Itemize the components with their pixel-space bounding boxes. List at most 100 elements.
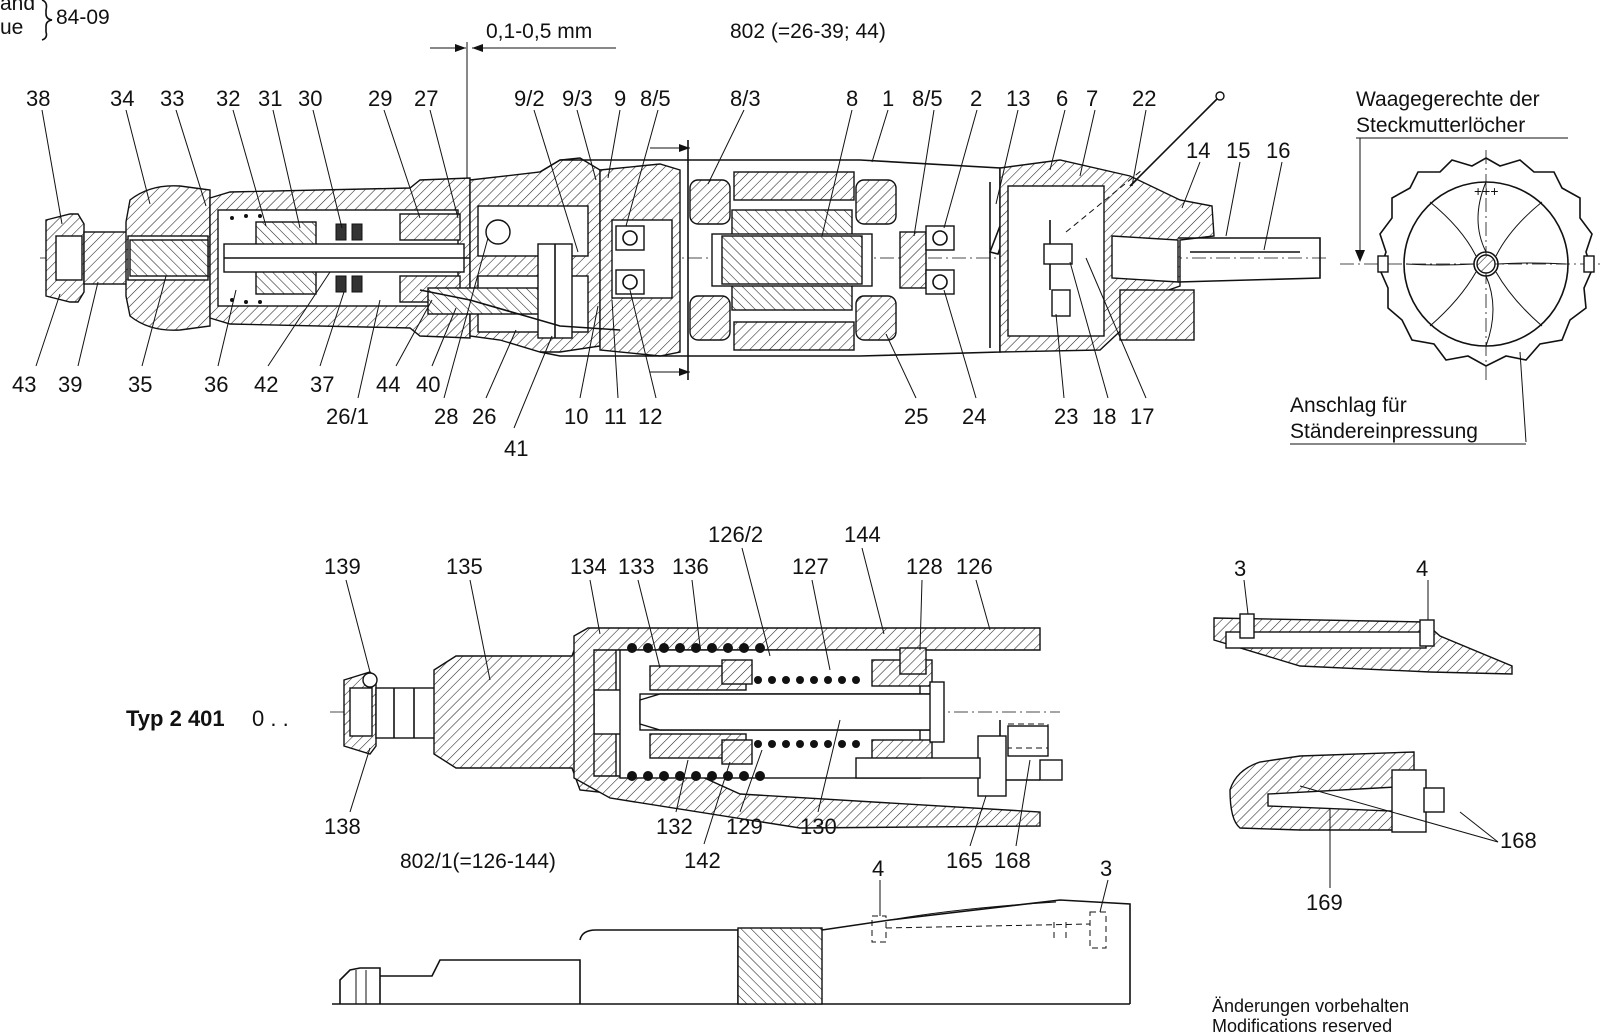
part-label: 44 <box>376 372 400 397</box>
part-label: 27 <box>414 86 438 111</box>
assembly-note-sub: 802/1(=126-144) <box>400 850 556 873</box>
leader-lines-bottom <box>35 237 1147 429</box>
part-label: 7 <box>1086 86 1098 111</box>
part-label: 127 <box>792 554 829 579</box>
arrow-right-icon <box>679 144 690 152</box>
part-label: 139 <box>324 554 361 579</box>
part-label: 42 <box>254 372 278 397</box>
main-cross-section <box>35 91 1330 429</box>
part-label: 28 <box>434 404 458 429</box>
part-label: 8/5 <box>640 86 671 111</box>
sub-leader-lines <box>345 547 1031 847</box>
outline-view: 4 3 <box>332 856 1131 1005</box>
part-label: 10 <box>564 404 588 429</box>
part-mark: +++ <box>1474 183 1499 199</box>
header-block: and ue 84-09 <box>0 0 110 41</box>
part-label: 12 <box>638 404 662 429</box>
part-label: 4 <box>1416 556 1428 581</box>
part-label: 18 <box>1092 404 1116 429</box>
arrow-left-icon <box>472 44 483 52</box>
part-label: 23 <box>1054 404 1078 429</box>
part-label: 39 <box>58 372 82 397</box>
stop-note: Anschlag für <box>1290 394 1407 417</box>
gap-dimension-text: 0,1-0,5 mm <box>486 20 592 43</box>
part-label: 126/2 <box>708 522 763 547</box>
part-label: 13 <box>1006 86 1030 111</box>
part-label: 43 <box>12 372 36 397</box>
part-label: 169 <box>1306 890 1343 915</box>
part-label: 4 <box>872 856 884 881</box>
modifications-note-de: Änderungen vorbehalten <box>1212 996 1409 1016</box>
part-label: 26/1 <box>326 404 369 429</box>
part-label: 9 <box>614 86 626 111</box>
part-label: 144 <box>844 522 881 547</box>
arrow-down-icon <box>1355 250 1365 262</box>
part-label: 130 <box>800 814 837 839</box>
part-label: 1 <box>882 86 894 111</box>
part-label: 16 <box>1266 138 1290 163</box>
part-label: 30 <box>298 86 322 111</box>
part-label: 132 <box>656 814 693 839</box>
arrow-right-icon <box>455 44 466 52</box>
part-label: 40 <box>416 372 440 397</box>
type-suffix: 0 . . <box>252 706 289 731</box>
type-label: Typ 2 401 <box>126 706 225 731</box>
part-label: 142 <box>684 848 721 873</box>
issue-label: ue <box>0 16 23 39</box>
part-label: 135 <box>446 554 483 579</box>
part-label: 9/2 <box>514 86 545 111</box>
part-label: 3 <box>1100 856 1112 881</box>
part-label: 41 <box>504 436 528 461</box>
sub-view-typ-2401: Typ 2 401 0 . . <box>126 522 1063 873</box>
part-label: 15 <box>1226 138 1250 163</box>
part-label: 17 <box>1130 404 1154 429</box>
part-label: 129 <box>726 814 763 839</box>
main-labels-top: 38 34 33 32 31 30 29 27 9/2 9/3 9 8/5 8/… <box>26 86 1290 163</box>
part-label: 126 <box>956 554 993 579</box>
part-label: 8/5 <box>912 86 943 111</box>
part-label: 6 <box>1056 86 1068 111</box>
detail-view-top: 3 4 <box>1213 556 1513 675</box>
part-label: 11 <box>604 404 627 429</box>
part-label: 24 <box>962 404 986 429</box>
part-label: 8 <box>846 86 858 111</box>
part-label: 134 <box>570 554 607 579</box>
part-label: 22 <box>1132 86 1156 111</box>
part-label: 35 <box>128 372 152 397</box>
footer-notes: Änderungen vorbehalten Modifications res… <box>1212 996 1409 1033</box>
part-label: 34 <box>110 86 134 111</box>
part-label: 29 <box>368 86 392 111</box>
gap-dimension-callout: 0,1-0,5 mm <box>430 20 616 222</box>
part-label: 136 <box>672 554 709 579</box>
stop-note-2: Ständereinpressung <box>1290 420 1478 443</box>
part-label: 32 <box>216 86 240 111</box>
part-label: 38 <box>26 86 50 111</box>
part-label: 165 <box>946 848 983 873</box>
part-label: 37 <box>310 372 334 397</box>
part-label: 3 <box>1234 556 1246 581</box>
part-label: 31 <box>258 86 282 111</box>
part-label: 25 <box>904 404 928 429</box>
part-label: 2 <box>970 86 982 111</box>
part-label: 128 <box>906 554 943 579</box>
part-label: 9/3 <box>562 86 593 111</box>
end-view: Waagegerechte der Steckmutterlöcher +++ … <box>1290 88 1600 445</box>
end-view-title-2: Steckmutterlöcher <box>1356 114 1525 137</box>
modifications-note-en: Modifications reserved <box>1212 1016 1392 1033</box>
part-label: 138 <box>324 814 361 839</box>
arrow-right-icon <box>679 368 690 376</box>
part-label: 8/3 <box>730 86 761 111</box>
date-code: 84-09 <box>56 6 110 29</box>
leader-lines-top <box>41 109 1283 253</box>
end-view-title: Waagegerechte der <box>1356 88 1540 111</box>
part-label: 33 <box>160 86 184 111</box>
main-labels-bottom: 43 39 35 36 42 37 26/1 44 40 28 26 41 10… <box>12 372 1154 461</box>
part-label: 14 <box>1186 138 1210 163</box>
part-label: 168 <box>1500 828 1537 853</box>
part-label: 133 <box>618 554 655 579</box>
part-label: 26 <box>472 404 496 429</box>
detail-view-bottom: 168 169 <box>1229 751 1537 915</box>
assembly-note-main: 802 (=26-39; 44) <box>730 20 886 43</box>
part-label: 36 <box>204 372 228 397</box>
